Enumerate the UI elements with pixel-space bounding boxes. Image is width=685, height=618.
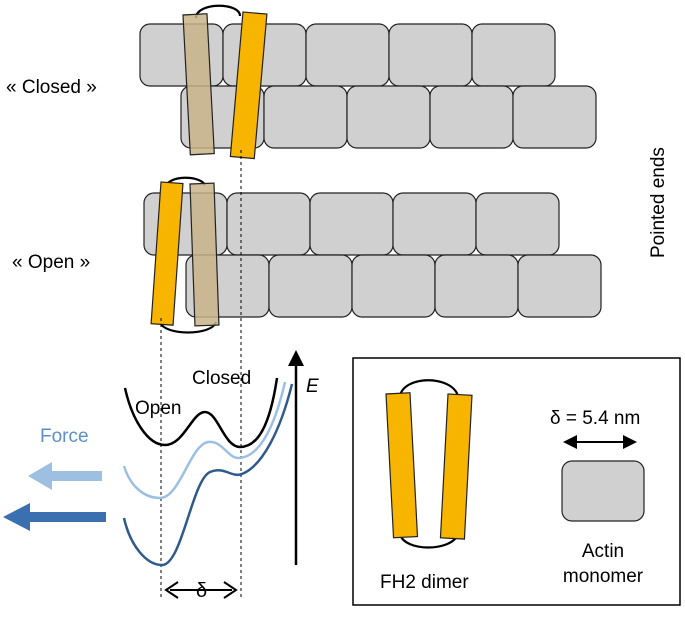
actin-subunit	[434, 254, 519, 318]
energy-axis-arrowhead	[288, 350, 304, 366]
actin-subunit	[226, 192, 311, 256]
actin-label-line2: monomer	[563, 566, 644, 587]
fh2-helix	[439, 393, 473, 540]
force-arrow-low	[28, 462, 102, 490]
actin-label-line1: Actin	[582, 541, 624, 562]
open-fh2-dimer	[150, 176, 220, 334]
actin-subunit	[309, 192, 394, 256]
closed-fh2-dimer	[182, 4, 268, 160]
closed-state-label: « Closed »	[6, 77, 97, 98]
energy-curve-high-force	[122, 383, 294, 567]
closed-filament-top-row	[139, 23, 556, 87]
actin-subunit	[305, 23, 390, 87]
actin-subunit	[346, 85, 431, 149]
closed-well-label: Closed	[192, 368, 251, 389]
force-arrow-high	[3, 503, 106, 531]
actin-subunit	[388, 23, 473, 87]
legend-actin-monomer	[561, 460, 645, 522]
force-label: Force	[40, 426, 89, 447]
fh2-helix	[229, 11, 268, 160]
delta-value-label: δ = 5.4 nm	[550, 408, 640, 429]
fh2-helix	[385, 392, 419, 539]
legend-delta-arrow	[563, 435, 637, 449]
energy-axis-label: E	[306, 376, 319, 397]
delta-right-arrowhead	[223, 581, 238, 599]
fh2-helix	[150, 181, 184, 326]
fh2-dimer-label: FH2 dimer	[380, 572, 469, 593]
legend-fh2-dimer	[385, 379, 473, 549]
actin-subunit	[512, 85, 597, 149]
actin-subunit	[268, 254, 353, 318]
actin-subunit	[475, 192, 560, 256]
closed-filament	[139, 4, 597, 160]
legend-box: FH2 dimer δ = 5.4 nm Actin monomer	[352, 357, 681, 606]
actin-subunit	[429, 85, 514, 149]
fh2-helix	[189, 182, 220, 327]
actin-subunit	[392, 192, 477, 256]
actin-subunit	[517, 254, 602, 318]
delta-left-arrowhead	[164, 581, 179, 599]
energy-curve-low-force	[122, 381, 287, 500]
actin-subunit	[263, 85, 348, 149]
fh2-linker	[398, 379, 460, 397]
open-filament	[143, 176, 602, 334]
open-state-label: « Open »	[12, 252, 90, 273]
actin-subunit	[351, 254, 436, 318]
actin-subunit	[471, 23, 556, 87]
pointed-ends-label: Pointed ends	[648, 147, 669, 258]
open-well-label: Open	[135, 398, 181, 419]
open-filament-bottom-row	[185, 254, 602, 318]
energy-curve-no-force	[123, 377, 279, 449]
energy-landscape: Open Closed E δ	[122, 350, 319, 602]
delta-label: δ	[196, 580, 207, 602]
fh2-helix	[182, 13, 215, 156]
